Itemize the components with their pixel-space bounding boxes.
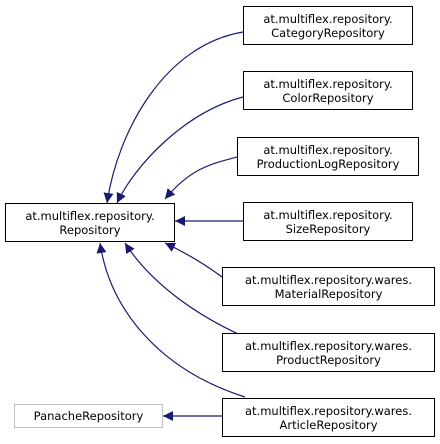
node-category-line2: CategoryRepository (271, 25, 385, 40)
node-repository-line2: Repository (59, 222, 121, 237)
edge-category-to-repository (103, 31, 244, 204)
node-panache-repository: PanacheRepository (14, 404, 163, 428)
node-article-repository: at.multiflex.repository.wares. ArticleRe… (222, 398, 435, 437)
node-productionlog-repository: at.multiflex.repository. ProductionLogRe… (237, 137, 419, 176)
node-productionlog-line2: ProductionLogRepository (256, 156, 400, 171)
node-category-line1: at.multiflex.repository. (263, 11, 393, 26)
node-size-line1: at.multiflex.repository. (263, 207, 393, 222)
node-material-line1: at.multiflex.repository.wares. (245, 272, 412, 287)
node-size-repository: at.multiflex.repository. SizeRepository (243, 202, 413, 241)
node-color-repository: at.multiflex.repository. ColorRepository (243, 71, 413, 110)
edge-productionlog-to-repository (164, 156, 238, 200)
node-size-line2: SizeRepository (285, 221, 371, 236)
node-color-line2: ColorRepository (282, 90, 374, 105)
edge-material-to-repository (164, 242, 223, 278)
node-repository-line1: at.multiflex.repository. (25, 208, 155, 223)
node-category-repository: at.multiflex.repository. CategoryReposit… (243, 6, 413, 45)
edge-product-to-repository (124, 242, 246, 338)
node-material-repository: at.multiflex.repository.wares. MaterialR… (222, 267, 435, 306)
node-productionlog-line1: at.multiflex.repository. (263, 142, 393, 157)
node-product-line1: at.multiflex.repository.wares. (245, 338, 412, 353)
node-repository: at.multiflex.repository. Repository (5, 203, 175, 242)
node-product-repository: at.multiflex.repository.wares. ProductRe… (222, 333, 435, 372)
node-material-line2: MaterialRepository (274, 286, 383, 301)
node-panache-line1: PanacheRepository (33, 409, 144, 423)
edge-article-to-repository (96, 242, 246, 398)
node-color-line1: at.multiflex.repository. (263, 76, 393, 91)
node-article-line2: ArticleRepository (279, 417, 378, 432)
node-product-line2: ProductRepository (276, 352, 381, 367)
node-article-line1: at.multiflex.repository.wares. (245, 403, 412, 418)
edge-color-to-repository (116, 96, 244, 204)
